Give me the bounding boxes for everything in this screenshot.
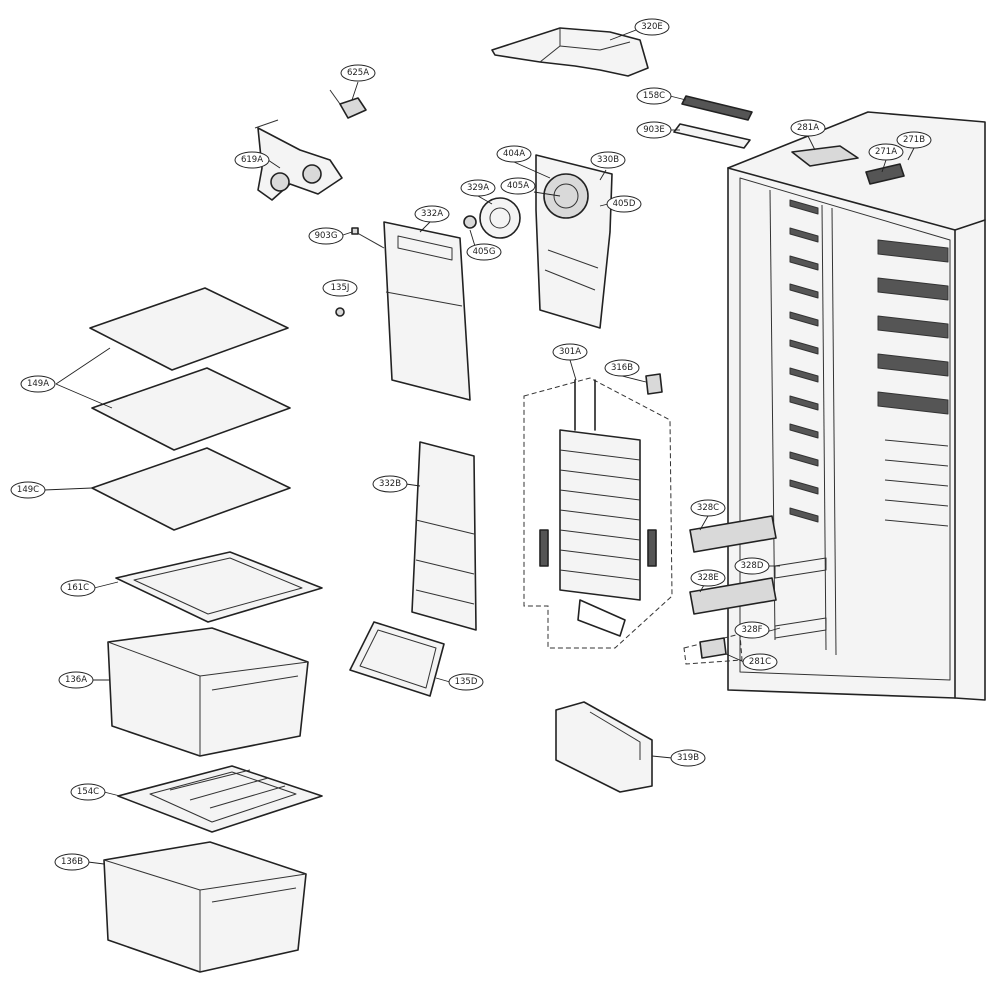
callout-135D-label: 135D <box>455 677 478 687</box>
leader-lines <box>43 29 915 865</box>
crisper-drawer-lower-part <box>103 841 307 973</box>
top-cover-part <box>491 27 649 77</box>
callout-903G[interactable]: 903G <box>308 227 344 245</box>
callout-405D-label: 405D <box>613 199 636 209</box>
glass-shelf-upper-part <box>89 287 291 451</box>
callout-301A-label: 301A <box>559 347 581 357</box>
callout-154C-label: 154C <box>77 787 99 797</box>
callout-903G-label: 903G <box>315 231 338 241</box>
evaporator-cover-lower-part <box>411 441 477 631</box>
glass-shelf-lower-part <box>91 447 291 531</box>
bracket-part <box>865 163 905 185</box>
callout-136B-label: 136B <box>61 857 83 867</box>
sensor-block-part <box>645 373 663 395</box>
callout-405A[interactable]: 405A <box>500 177 536 195</box>
grommet-part <box>463 215 477 229</box>
callout-330B[interactable]: 330B <box>590 151 626 169</box>
callout-149C-label: 149C <box>17 485 39 495</box>
drawer-rails-part <box>689 515 827 639</box>
callout-149C[interactable]: 149C <box>10 481 46 499</box>
callout-625A[interactable]: 625A <box>340 64 376 82</box>
cabinet-right-rails <box>877 239 949 527</box>
callout-405G-label: 405G <box>473 247 496 257</box>
callout-404A[interactable]: 404A <box>496 145 532 163</box>
callout-271B-label: 271B <box>903 135 925 145</box>
callout-405D[interactable]: 405D <box>606 195 642 213</box>
callout-329A[interactable]: 329A <box>460 179 496 197</box>
callout-271A[interactable]: 271A <box>868 143 904 161</box>
callout-332A[interactable]: 332A <box>414 205 450 223</box>
screw-part <box>335 307 345 317</box>
callout-328D-label: 328D <box>741 561 764 571</box>
callout-136B[interactable]: 136B <box>54 853 90 871</box>
callout-316B[interactable]: 316B <box>604 359 640 377</box>
callout-135D[interactable]: 135D <box>448 673 484 691</box>
callout-149A-label: 149A <box>27 379 49 389</box>
callout-405A-label: 405A <box>507 181 529 191</box>
callout-619A[interactable]: 619A <box>234 151 270 169</box>
callout-319B[interactable]: 319B <box>670 749 706 767</box>
callout-328F-label: 328F <box>741 625 762 635</box>
callout-271B[interactable]: 271B <box>896 131 932 149</box>
callout-136A[interactable]: 136A <box>58 671 94 689</box>
callout-330B-label: 330B <box>597 155 619 165</box>
callout-158C[interactable]: 158C <box>636 87 672 105</box>
callout-328E-label: 328E <box>697 573 719 583</box>
evaporator-part <box>523 377 673 649</box>
callout-328F[interactable]: 328F <box>734 621 770 639</box>
callout-136A-label: 136A <box>65 675 87 685</box>
cable-clip-part <box>351 227 385 249</box>
air-duct-part <box>555 701 653 793</box>
callout-332B[interactable]: 332B <box>372 475 408 493</box>
callout-320E[interactable]: 320E <box>634 18 670 36</box>
refrigerator-cabinet <box>727 111 986 701</box>
crisper-drawer-upper-part <box>107 627 309 757</box>
callout-903E[interactable]: 903E <box>636 121 672 139</box>
callout-154C[interactable]: 154C <box>70 783 106 801</box>
callout-316B-label: 316B <box>611 363 633 373</box>
callout-328D[interactable]: 328D <box>734 557 770 575</box>
callout-281A-label: 281A <box>797 123 819 133</box>
crisper-cover-frame-part <box>115 551 323 623</box>
evaporator-cover-upper-part <box>383 221 471 401</box>
callout-328E[interactable]: 328E <box>690 569 726 587</box>
callout-328C[interactable]: 328C <box>690 499 726 517</box>
callout-135J[interactable]: 135J <box>322 279 358 297</box>
callout-161C[interactable]: 161C <box>60 579 96 597</box>
callout-328C-label: 328C <box>697 503 719 513</box>
callout-271A-label: 271A <box>875 147 897 157</box>
callout-625A-label: 625A <box>347 68 369 78</box>
callout-158C-label: 158C <box>643 91 665 101</box>
callout-332A-label: 332A <box>421 209 443 219</box>
hinge-part <box>791 145 859 167</box>
cabinet-left-rails <box>789 199 819 523</box>
sensor-part <box>329 89 367 119</box>
drawer-cover-frame-part <box>117 765 323 833</box>
callout-329A-label: 329A <box>467 183 489 193</box>
pad-part <box>673 123 751 149</box>
callout-319B-label: 319B <box>677 753 699 763</box>
callout-149A[interactable]: 149A <box>20 375 56 393</box>
callout-404A-label: 404A <box>503 149 525 159</box>
callout-281C[interactable]: 281C <box>742 653 778 671</box>
callout-332B-label: 332B <box>379 479 401 489</box>
fan-housing-part <box>535 154 613 329</box>
fan-shroud-part <box>479 197 521 239</box>
callout-405G[interactable]: 405G <box>466 243 502 261</box>
rail-bar-part <box>681 95 753 121</box>
water-valve-part <box>254 119 343 201</box>
callout-161C-label: 161C <box>67 583 89 593</box>
small-tray-part <box>349 621 445 697</box>
callout-903E-label: 903E <box>643 125 665 135</box>
callout-619A-label: 619A <box>241 155 263 165</box>
callout-135J-label: 135J <box>331 283 350 293</box>
callout-281A[interactable]: 281A <box>790 119 826 137</box>
callout-320E-label: 320E <box>641 22 663 32</box>
callout-301A[interactable]: 301A <box>552 343 588 361</box>
callout-281C-label: 281C <box>749 657 771 667</box>
